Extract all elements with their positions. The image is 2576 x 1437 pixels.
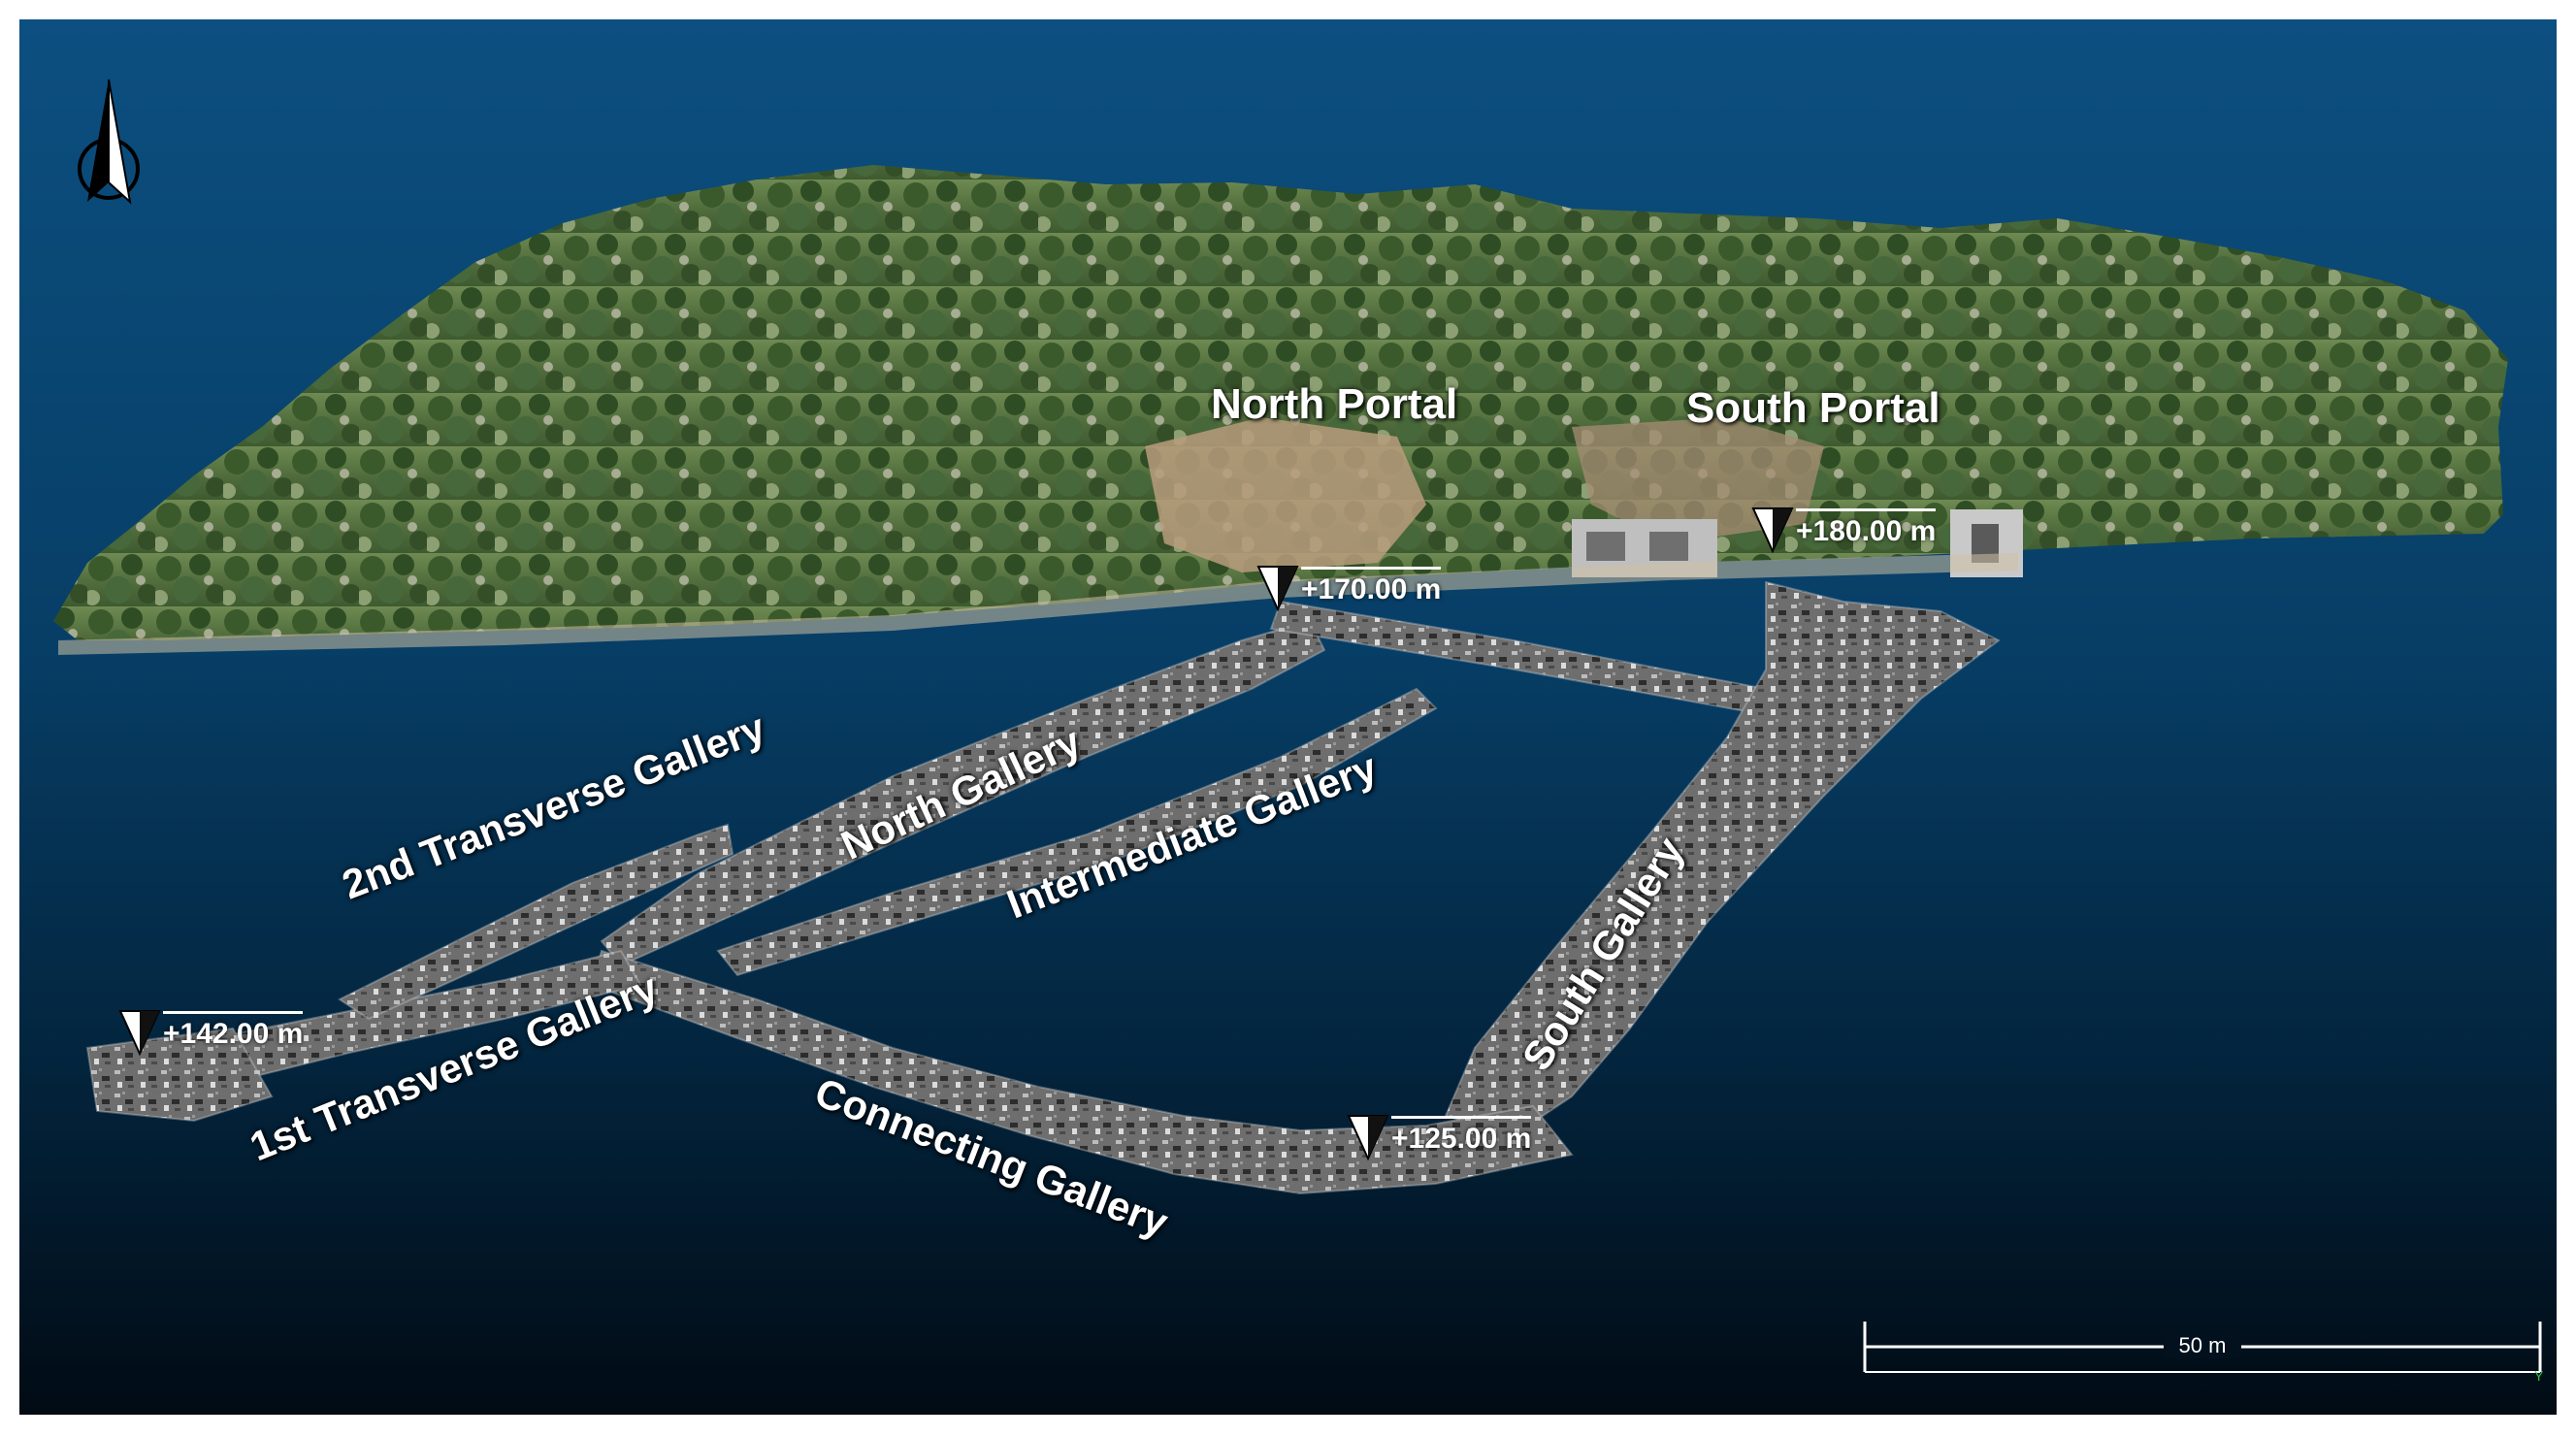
scale-bar (1863, 1322, 2542, 1373)
scale-bar-label: 50 m (1863, 1333, 2542, 1358)
rock-face-north (1145, 417, 1426, 572)
north-arrow-icon (78, 79, 140, 205)
elevation-triangle-icon (118, 1010, 161, 1057)
intermediate-gallery-tunnel (716, 687, 1438, 977)
elevation-triangle-icon (1751, 507, 1794, 554)
elevation-value: +142.00 m (163, 1011, 304, 1051)
elevation-marker-lowest: +125.00 m (1347, 1112, 1532, 1162)
elevation-triangle-icon (1347, 1115, 1389, 1161)
north-gallery-tunnel (600, 619, 1326, 967)
south-gallery-tunnel (1444, 580, 2001, 1137)
elevation-marker-north-portal: +170.00 m (1256, 563, 1442, 613)
elevation-value: +180.00 m (1796, 508, 1937, 548)
connecting-gallery-tunnel (590, 949, 1574, 1195)
second-transverse-tunnel (338, 823, 734, 1021)
shoreline (58, 553, 2018, 655)
elevation-triangle-icon (1256, 566, 1299, 612)
scale-value: 50 m (2178, 1333, 2227, 1357)
elevation-marker-south-portal: +180.00 m (1751, 505, 1937, 555)
west-end-pad (85, 1027, 274, 1123)
axis-indicator: Y (2534, 1368, 2544, 1384)
south-portal-label: South Portal (1686, 384, 1940, 432)
tunnel-network (85, 580, 2001, 1195)
map-frame: North Portal South Portal 2nd Transverse… (19, 19, 2557, 1415)
point-cloud-scene (19, 19, 2557, 1415)
elevation-value: +170.00 m (1301, 567, 1442, 606)
hillside-surface (53, 165, 2508, 640)
elevation-marker-west-end: +142.00 m (118, 1007, 304, 1058)
north-portal-label: North Portal (1211, 380, 1458, 428)
elevation-value: +125.00 m (1391, 1116, 1532, 1156)
